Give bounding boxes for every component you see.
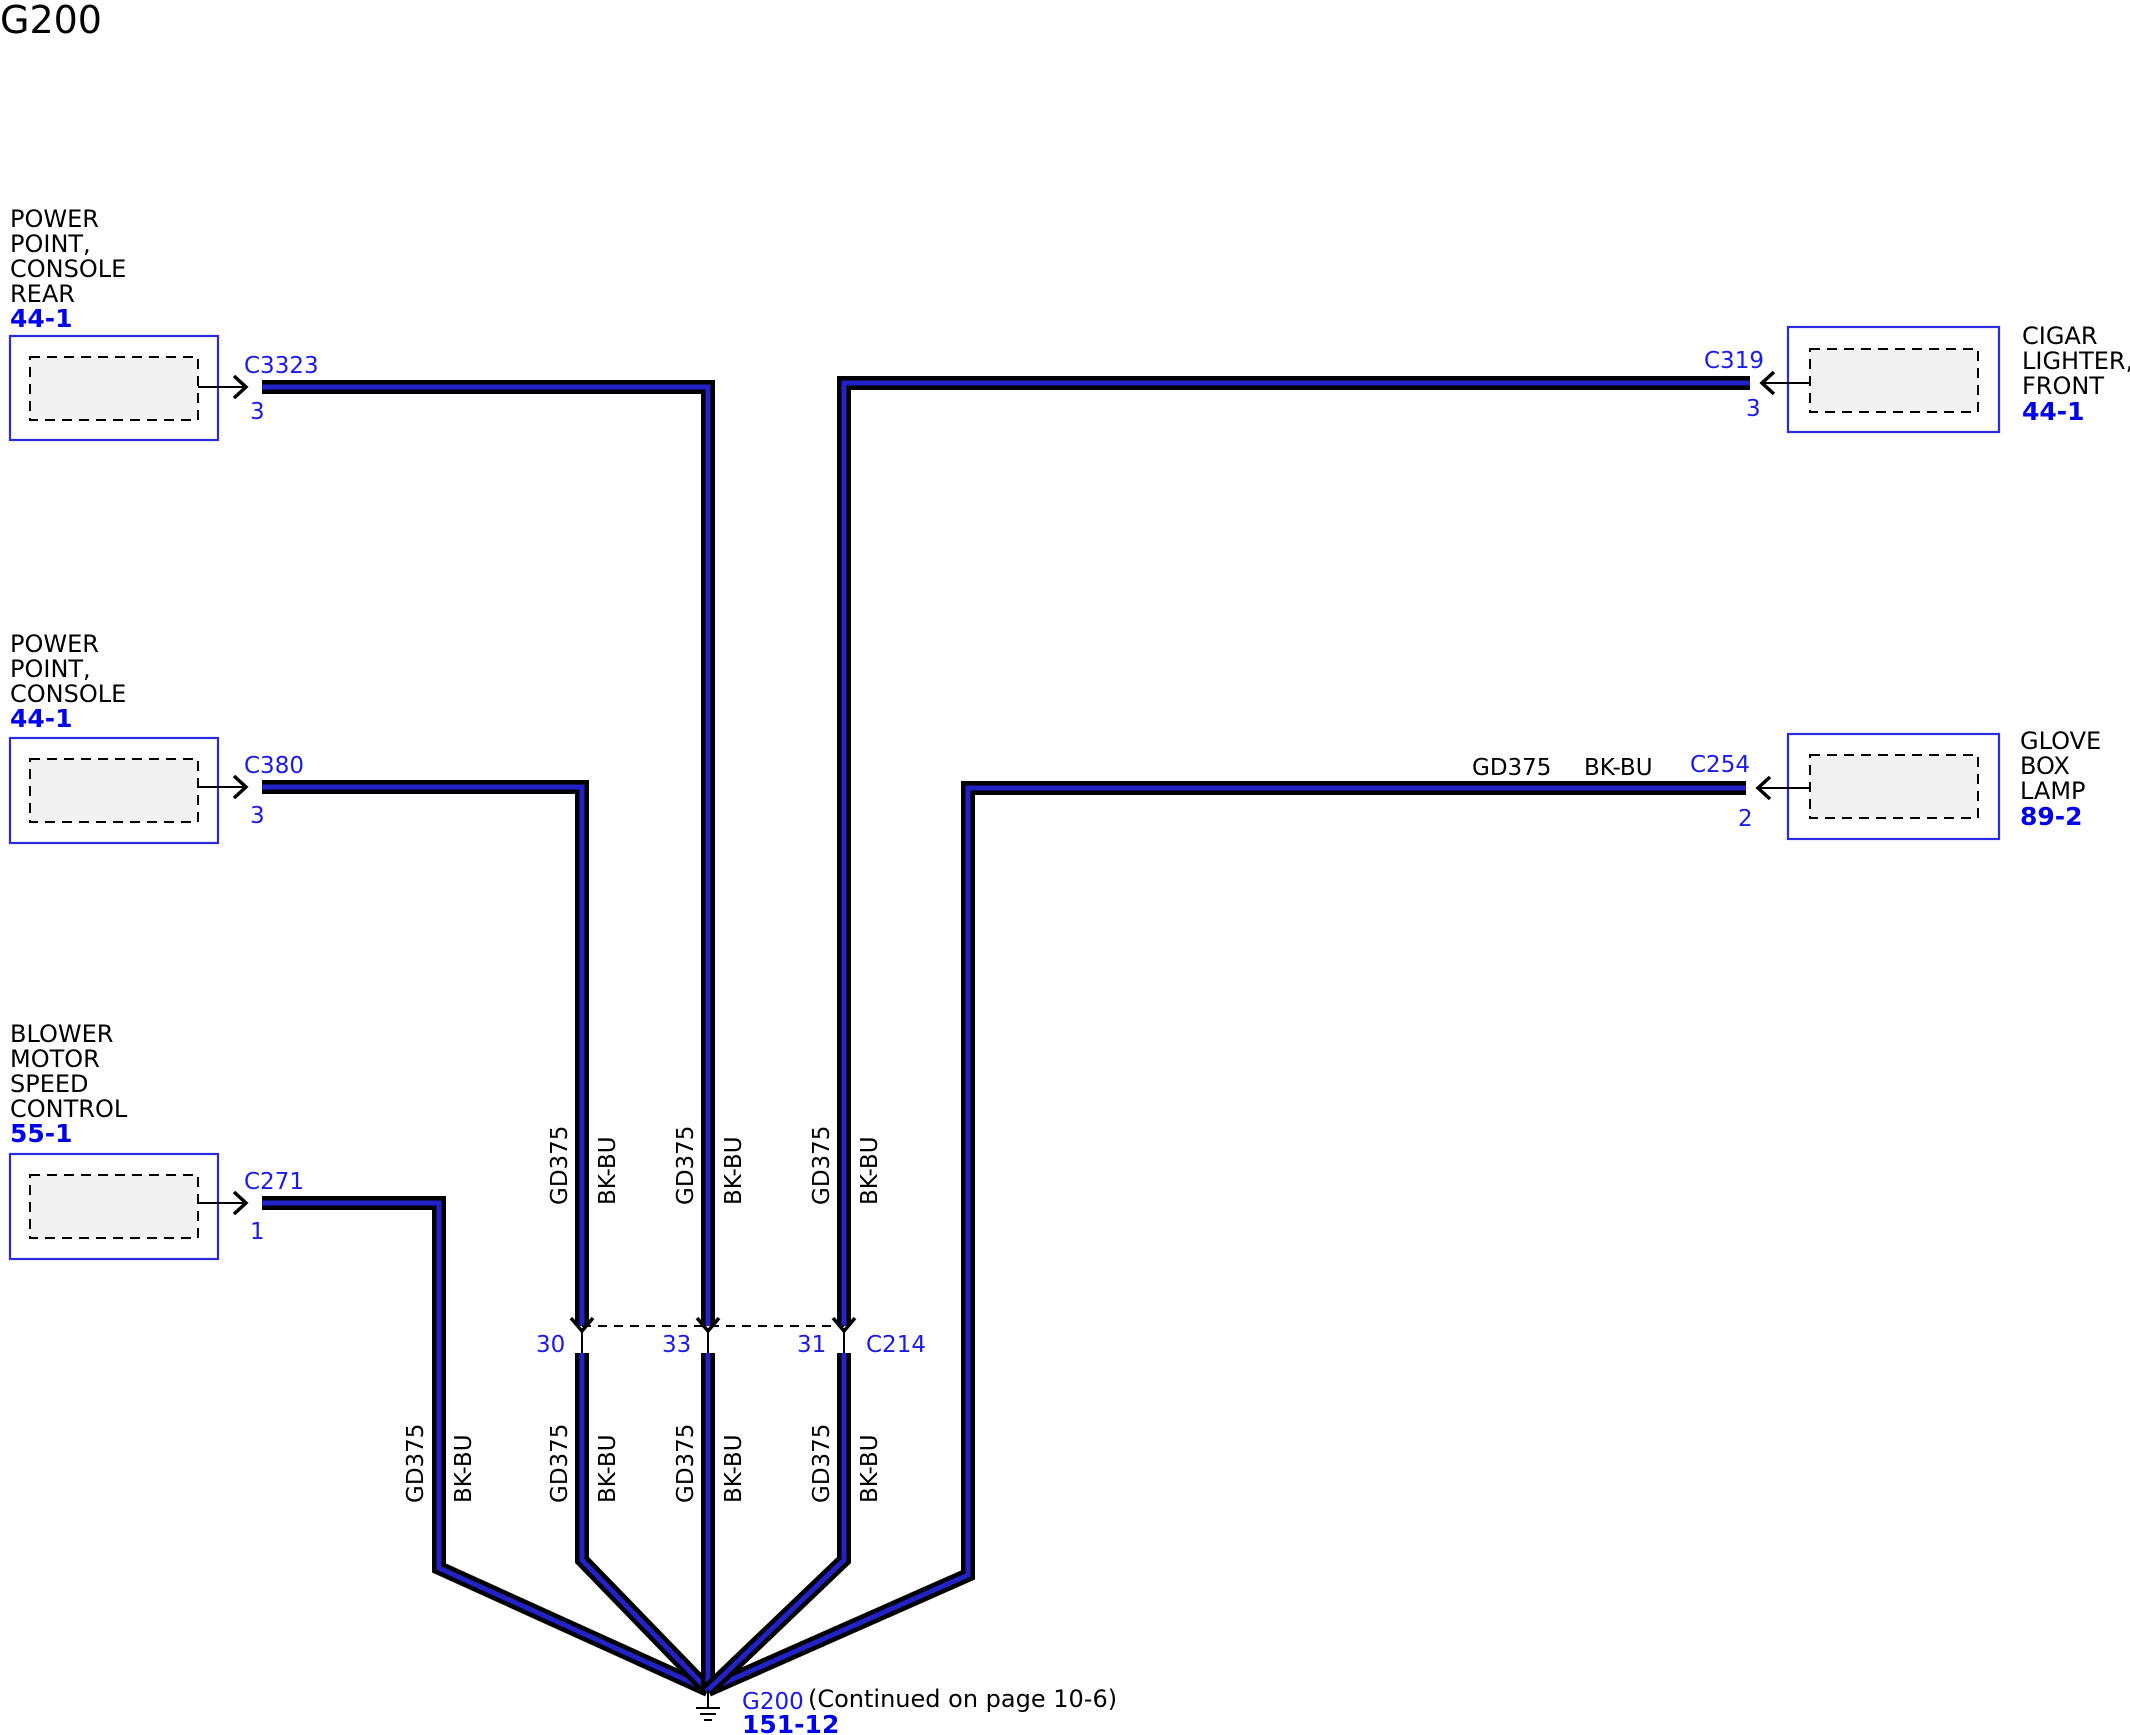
- component-name-line: CONSOLE: [10, 680, 126, 708]
- component-name-line: POINT,: [10, 655, 91, 683]
- component-name-line: LAMP: [2020, 777, 2086, 805]
- connector-label: C3323: [244, 353, 319, 379]
- pin-number: 1: [250, 1219, 265, 1245]
- component-name-line: CONSOLE: [10, 255, 126, 283]
- connector-label: C319: [1704, 348, 1764, 374]
- component-box-inner: [29, 356, 199, 421]
- continuation-note[interactable]: (Continued on page 10-6): [808, 1685, 1117, 1713]
- component-name-line: POWER: [10, 630, 99, 658]
- ground-page-ref[interactable]: 151-12: [742, 1710, 839, 1735]
- pin-arrow-icon: [232, 774, 249, 800]
- component-glove-box-lamp[interactable]: C254 2 GLOVE BOX LAMP 89-2: [1690, 727, 2101, 841]
- wire-c3323-to-c214[interactable]: [262, 380, 715, 1326]
- component-box-inner: [1809, 754, 1979, 819]
- wire-circuit-label: GD375: [1472, 755, 1551, 781]
- connector-label: C254: [1690, 752, 1750, 778]
- ground-g200[interactable]: G200 (Continued on page 10-6) 151-12: [696, 1685, 1117, 1735]
- wire-color-label: BK-BU: [857, 1434, 883, 1503]
- component-name-line: BOX: [2020, 752, 2070, 780]
- inline-connector-c214[interactable]: 30 33 31 C214: [536, 1316, 926, 1358]
- pin-number: 30: [536, 1332, 565, 1358]
- component-power-point-console-rear[interactable]: POWER POINT, CONSOLE REAR 44-1 C3323 3: [8, 205, 319, 442]
- component-box-inner: [29, 1174, 199, 1239]
- wire-color-label: BK-BU: [721, 1434, 747, 1503]
- wire-color-label: BK-BU: [1584, 755, 1653, 781]
- component-box-inner: [29, 758, 199, 823]
- wire-color-label: BK-BU: [595, 1136, 621, 1205]
- pin-number: 2: [1738, 806, 1753, 832]
- wire-color-label: BK-BU: [857, 1136, 883, 1205]
- component-name-line: POWER: [10, 205, 99, 233]
- pin-number: 3: [250, 803, 265, 829]
- wire-circuit-label: GD375: [403, 1424, 429, 1503]
- wire-color-label: BK-BU: [595, 1434, 621, 1503]
- wire-color-label: BK-BU: [721, 1136, 747, 1205]
- wire-circuit-label: GD375: [547, 1424, 573, 1503]
- component-name-line: REAR: [10, 280, 75, 308]
- component-box-inner: [1809, 348, 1979, 413]
- wire-circuit-label: GD375: [547, 1126, 573, 1205]
- component-name-line: CONTROL: [10, 1095, 128, 1123]
- component-page-ref[interactable]: 44-1: [10, 304, 73, 333]
- vertical-wire-labels: GD375 BK-BU GD375 BK-BU GD375 BK-BU GD37…: [403, 1126, 883, 1503]
- component-name-line: MOTOR: [10, 1045, 100, 1073]
- wire-circuit-label: GD375: [673, 1424, 699, 1503]
- pin-number: 3: [250, 399, 265, 425]
- component-name-line: CIGAR: [2022, 322, 2098, 350]
- pin-arrow-icon: [1759, 370, 1776, 396]
- pin-number: 3: [1746, 396, 1761, 422]
- pin-number: 33: [662, 1332, 691, 1358]
- component-page-ref[interactable]: 55-1: [10, 1119, 73, 1148]
- pin-arrow-icon: [232, 1190, 249, 1216]
- connector-label: C271: [244, 1169, 304, 1195]
- wire-c380-to-c214[interactable]: [262, 780, 589, 1326]
- component-power-point-console[interactable]: POWER POINT, CONSOLE 44-1 C380 3: [8, 630, 304, 845]
- wires: [262, 376, 1750, 1697]
- component-page-ref[interactable]: 44-1: [10, 704, 73, 733]
- pin-arrow-icon: [1755, 775, 1772, 801]
- pin-number: 31: [797, 1332, 826, 1358]
- pin-arrow-icon: [232, 374, 249, 400]
- component-name-line: BLOWER: [10, 1020, 113, 1048]
- component-cigar-lighter-front[interactable]: C319 3 CIGAR LIGHTER, FRONT 44-1: [1704, 322, 2130, 434]
- wire-c254-to-ground[interactable]: [705, 781, 1746, 1697]
- connector-label: C380: [244, 753, 304, 779]
- wire-c319-to-c214[interactable]: [837, 376, 1750, 1326]
- ground-label: G200: [742, 1689, 804, 1715]
- connector-label: C214: [866, 1332, 926, 1358]
- component-name-line: GLOVE: [2020, 727, 2101, 755]
- component-name-line: FRONT: [2022, 372, 2104, 400]
- wire-circuit-label: GD375: [673, 1126, 699, 1205]
- component-name-line: POINT,: [10, 230, 91, 258]
- wire-circuit-label: GD375: [809, 1126, 835, 1205]
- component-blower-motor-speed-control[interactable]: BLOWER MOTOR SPEED CONTROL 55-1 C271 1: [8, 1020, 304, 1261]
- component-name-line: LIGHTER,: [2022, 347, 2130, 375]
- page-title: G200: [0, 0, 102, 42]
- component-name-line: SPEED: [10, 1070, 89, 1098]
- component-page-ref[interactable]: 89-2: [2020, 802, 2083, 831]
- wire-color-label: BK-BU: [451, 1434, 477, 1503]
- wire-circuit-label: GD375: [809, 1424, 835, 1503]
- component-page-ref[interactable]: 44-1: [2022, 397, 2085, 426]
